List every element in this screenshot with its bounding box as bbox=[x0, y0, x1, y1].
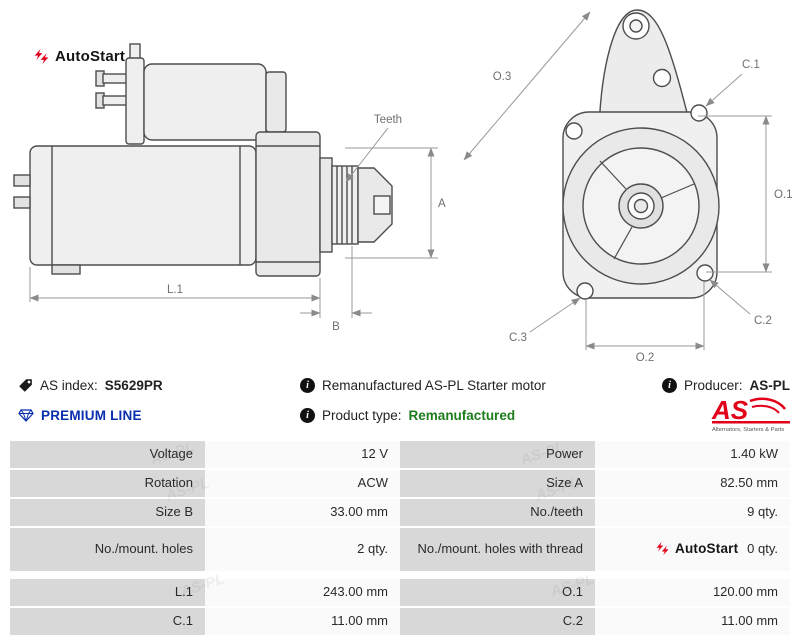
spec-label-cell: No./mount. holes bbox=[10, 528, 205, 571]
spec-label-cell: C.1 bbox=[10, 608, 205, 635]
spec-label-cell: Size B bbox=[10, 499, 205, 526]
table-row: C.1 11.00 mm C.2 11.00 mm bbox=[10, 608, 790, 635]
product-type-label: Product type: bbox=[322, 408, 402, 423]
product-type-row: Product type: Remanufactured bbox=[300, 407, 515, 424]
dim-label-a: A bbox=[438, 198, 446, 210]
spec-value-cell: 33.00 mm bbox=[205, 499, 400, 526]
as-index-label: AS index: bbox=[40, 378, 98, 393]
info-icon[interactable] bbox=[661, 378, 677, 393]
producer-row: Producer: AS-PL bbox=[661, 377, 791, 394]
starter-front-view-drawing: O.3 C.1 O.1 C.2 C.3 O.2 bbox=[463, 9, 793, 364]
aspl-logo: AS Alternators, Starters & Parts bbox=[710, 394, 792, 439]
spec-value-cell: 243.00 mm bbox=[205, 579, 400, 606]
spec-label-cell: Voltage bbox=[10, 441, 205, 468]
aspl-logo-text: AS bbox=[711, 395, 749, 425]
description-row: Remanufactured AS-PL Starter motor bbox=[300, 377, 546, 394]
spec-value-cell: 12 V bbox=[205, 441, 400, 468]
table-row: Rotation ACW Size A 82.50 mm bbox=[10, 470, 790, 497]
dim-label-l1: L.1 bbox=[167, 284, 183, 296]
spec-value-cell: 0 qty. bbox=[595, 528, 790, 571]
front-view-dimensions bbox=[463, 11, 772, 350]
dim-label-c3: C.3 bbox=[509, 332, 527, 344]
autostart-logo-text: AutoStart bbox=[55, 48, 126, 65]
as-index-row: AS index: S5629PR bbox=[18, 377, 163, 394]
producer-value: AS-PL bbox=[749, 378, 791, 393]
product-type-value: Remanufactured bbox=[408, 408, 516, 423]
spec-label-cell: O.1 bbox=[400, 579, 595, 606]
spec-label-cell: Rotation bbox=[10, 470, 205, 497]
spec-value-cell: 1.40 kW bbox=[595, 441, 790, 468]
dim-label-c1: C.1 bbox=[742, 59, 760, 71]
dim-label-teeth: Teeth bbox=[374, 114, 402, 126]
spec-value-cell: 9 qty. bbox=[595, 499, 790, 526]
aspl-logo-graphic: AS Alternators, Starters & Parts bbox=[711, 395, 790, 433]
table-row: Voltage 12 V Power 1.40 kW bbox=[10, 441, 790, 468]
spec-label-cell: No./teeth bbox=[400, 499, 595, 526]
info-icon[interactable] bbox=[300, 378, 315, 393]
spec-table: AS-PL AS-PL AS-PL AS-PL AS-PL AS-PL Volt… bbox=[10, 438, 790, 637]
info-icon[interactable] bbox=[300, 408, 315, 423]
autostart-logo: AutoStart bbox=[655, 541, 738, 556]
spec-value-cell: 82.50 mm bbox=[595, 470, 790, 497]
autostart-bolt-icon bbox=[34, 48, 49, 65]
spec-value-cell: 11.00 mm bbox=[595, 608, 790, 635]
spec-label-cell: Power bbox=[400, 441, 595, 468]
table-row: Size B 33.00 mm No./teeth 9 qty. bbox=[10, 499, 790, 526]
dim-label-b: B bbox=[332, 321, 340, 333]
spec-value-cell: 2 qty. bbox=[205, 528, 400, 571]
spec-value-cell: ACW bbox=[205, 470, 400, 497]
starter-side-view-drawing: Teeth A L.1 B bbox=[13, 43, 446, 333]
motor-side-body bbox=[13, 43, 393, 277]
spec-value-cell: 120.00 mm bbox=[595, 579, 790, 606]
product-description: Remanufactured AS-PL Starter motor bbox=[322, 378, 546, 393]
tag-icon bbox=[19, 379, 32, 392]
dim-label-c2: C.2 bbox=[754, 315, 772, 327]
diamond-icon bbox=[18, 409, 34, 422]
spec-label-cell: L.1 bbox=[10, 579, 205, 606]
producer-label: Producer: bbox=[683, 378, 743, 393]
side-view-dimensions bbox=[29, 127, 438, 318]
motor-front-body bbox=[562, 9, 720, 300]
spec-value-cell: 11.00 mm bbox=[205, 608, 400, 635]
spec-label-cell: Size A bbox=[400, 470, 595, 497]
aspl-logo-tagline: Alternators, Starters & Parts bbox=[712, 427, 784, 433]
dim-label-o2: O.2 bbox=[636, 352, 655, 364]
premium-line-row: PREMIUM LINE bbox=[18, 407, 142, 424]
spec-label-cell: No./mount. holes with thread bbox=[400, 528, 595, 571]
dim-label-o1: O.1 bbox=[774, 189, 793, 201]
autostart-bolt-icon bbox=[656, 541, 669, 556]
table-row: L.1 243.00 mm O.1 120.00 mm bbox=[10, 579, 790, 606]
table-row: No./mount. holes 2 qty. No./mount. holes… bbox=[10, 528, 790, 571]
as-index-value: S5629PR bbox=[104, 378, 163, 393]
autostart-logo: AutoStart bbox=[33, 48, 125, 65]
premium-line-label: PREMIUM LINE bbox=[41, 408, 142, 423]
autostart-logo-text: AutoStart bbox=[675, 541, 739, 556]
spec-label-cell: C.2 bbox=[400, 608, 595, 635]
dim-label-o3: O.3 bbox=[493, 71, 512, 83]
